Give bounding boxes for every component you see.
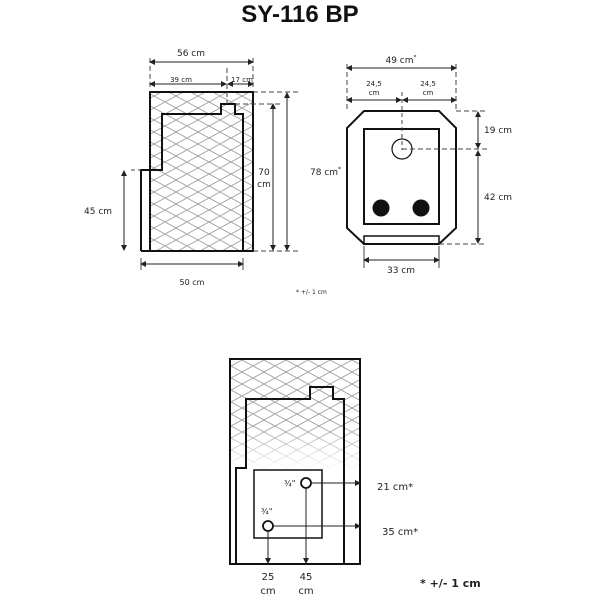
pipe-left-dist-value: 25 [262, 572, 275, 583]
pipe-right-dist-value: 45 [300, 572, 313, 583]
side-total-height: 78 cm* [310, 166, 341, 178]
front-half-right-value: 24,5 [420, 80, 436, 88]
pipe-right-dist-unit: cm [298, 586, 313, 597]
front-half-right-unit: cm [423, 89, 434, 97]
pipe-tolerance-note: * +/- 1 cm [420, 577, 481, 590]
pipe-upper-height: 21 cm* [377, 482, 413, 493]
pipe-view: ¾" ¾" 21 cm* 35 cm* 25 cm 45 cm * +/- 1 … [229, 358, 481, 597]
front-top-width: 49 cm* [385, 54, 416, 66]
front-half-left-value: 24,5 [366, 80, 382, 88]
side-left-height: 45 cm [84, 207, 112, 217]
front-lower-height: 42 cm [484, 193, 512, 203]
side-top-right: 17 cm [231, 76, 253, 84]
pipe-lower-size: ¾" [261, 507, 272, 516]
front-view: 49 cm* 24,5 cm 24,5 cm 19 cm 42 cm 33 cm [346, 54, 512, 276]
pipe-upper-size: ¾" [284, 479, 295, 488]
side-inner-height-value: 70 [258, 168, 270, 178]
front-upper-height: 19 cm [484, 126, 512, 136]
pipe-lower-height: 35 cm* [382, 527, 418, 538]
pipe-left-dist-unit: cm [260, 586, 275, 597]
side-view: 56 cm 39 cm 17 cm 70 cm 78 cm* 45 cm 50 … [84, 49, 341, 296]
side-bottom-width: 50 cm [180, 278, 205, 287]
product-title: SY-116 BP [241, 1, 359, 28]
side-inner-height-unit: cm [257, 180, 271, 190]
side-tolerance-note: * +/- 1 cm [296, 289, 327, 296]
side-top-width: 56 cm [177, 49, 205, 59]
side-top-left: 39 cm [170, 76, 192, 84]
front-base-width: 33 cm [387, 266, 415, 276]
front-half-left-unit: cm [369, 89, 380, 97]
